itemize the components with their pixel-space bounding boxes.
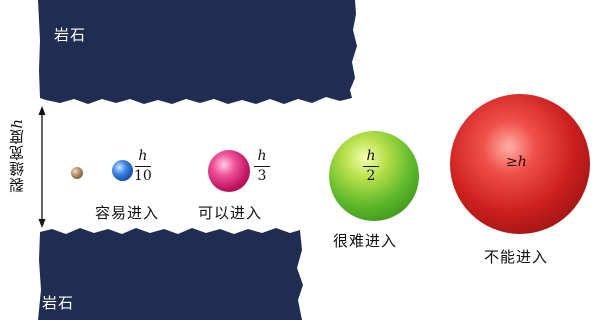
crack-width-label: 裂缝宽度h xyxy=(8,118,26,193)
green-caption: 很难进入 xyxy=(333,232,398,250)
rock-top xyxy=(38,0,357,104)
blue-particle xyxy=(112,160,133,181)
rock-top-label: 岩石 xyxy=(54,26,87,44)
blue-caption: 容易进入 xyxy=(95,204,160,222)
red-label: ≥h xyxy=(506,154,527,170)
red-particle xyxy=(450,94,590,234)
magenta-caption: 可以进入 xyxy=(198,204,263,222)
tiny-particle xyxy=(71,167,83,179)
rock-bottom-label: 岩石 xyxy=(42,294,75,312)
magenta-particle xyxy=(208,150,250,192)
rock-bottom xyxy=(38,228,303,320)
green-particle xyxy=(329,131,419,221)
red-caption: 不能进入 xyxy=(484,248,549,266)
